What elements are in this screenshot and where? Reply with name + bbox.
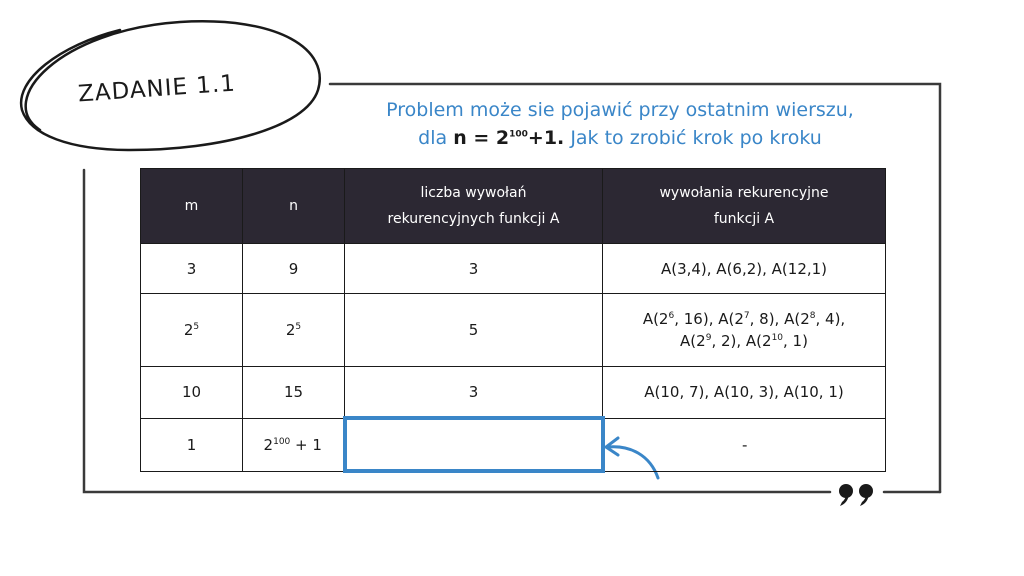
cell-calls: - bbox=[602, 417, 886, 472]
note-plus: +1. bbox=[527, 127, 565, 149]
note-line-1: Problem może sie pojawić przy ostatnim w… bbox=[386, 99, 854, 121]
calls-text: , 16), A(2 bbox=[674, 310, 744, 328]
calls-line-2: A(29, 2), A(210, 1) bbox=[609, 330, 879, 352]
header-n: n bbox=[242, 168, 345, 244]
calls-exp: 9 bbox=[705, 333, 712, 343]
cell-count: 3 bbox=[344, 243, 603, 294]
calls-exp: 6 bbox=[668, 311, 675, 321]
cell-calls: A(3,4), A(6,2), A(12,1) bbox=[602, 243, 886, 294]
header-calls: wywołania rekurencyjne funkcji A bbox=[602, 168, 886, 244]
answer-cell[interactable] bbox=[342, 416, 605, 473]
note-n: n = 2 bbox=[453, 127, 510, 149]
cell-count: 5 bbox=[344, 293, 603, 367]
calls-exp: 7 bbox=[743, 311, 750, 321]
note-line-2: dla n = 2100+1. Jak to zrobić krok po kr… bbox=[300, 124, 940, 152]
cell-n: 15 bbox=[242, 366, 345, 419]
calls-text: , 2), A(2 bbox=[711, 332, 772, 350]
calls-text: A(2 bbox=[680, 332, 706, 350]
calls-text: A(2 bbox=[642, 310, 669, 328]
calls-line-1: A(26, 16), A(27, 8), A(28, 4), bbox=[609, 308, 879, 330]
cell-n: 9 bbox=[242, 243, 345, 294]
table-header-row: m n liczba wywołań rekurencyjnych funkcj… bbox=[140, 168, 886, 244]
n-tail: + 1 bbox=[290, 435, 322, 454]
cell-calls: A(26, 16), A(27, 8), A(28, 4), A(29, 2),… bbox=[602, 293, 886, 367]
calls-text: , 4), bbox=[815, 310, 846, 328]
n-exp: 100 bbox=[273, 436, 291, 447]
cell-n: 25 bbox=[242, 293, 345, 367]
header-count: liczba wywołań rekurencyjnych funkcji A bbox=[344, 168, 603, 244]
m-base: 2 bbox=[183, 321, 194, 339]
note-post: Jak to zrobić krok po kroku bbox=[570, 127, 822, 149]
header-m: m bbox=[140, 168, 243, 244]
recursion-table: m n liczba wywołań rekurencyjnych funkcj… bbox=[140, 168, 886, 473]
quote-icon bbox=[839, 484, 873, 506]
cell-n: 2100 + 1 bbox=[242, 417, 345, 472]
calls-text: , 8), A(2 bbox=[749, 310, 810, 328]
header-calls-line1: wywołania rekurencyjne bbox=[659, 185, 829, 201]
calls-exp: 10 bbox=[771, 333, 784, 343]
n-base: 2 bbox=[263, 435, 274, 454]
note-exp: 100 bbox=[509, 129, 528, 140]
cell-count: 3 bbox=[344, 366, 603, 419]
n-base: 2 bbox=[285, 321, 296, 339]
cell-m: 25 bbox=[140, 293, 243, 367]
cell-m: 1 bbox=[140, 417, 243, 472]
header-calls-line2: funkcji A bbox=[713, 211, 775, 227]
header-count-line2: rekurencyjnych funkcji A bbox=[387, 211, 560, 227]
cell-calls: A(10, 7), A(10, 3), A(10, 1) bbox=[602, 366, 886, 419]
calls-exp: 8 bbox=[809, 311, 816, 321]
m-exp: 5 bbox=[193, 322, 200, 332]
n-exp: 5 bbox=[295, 322, 302, 332]
table-row: 10 15 3 A(10, 7), A(10, 3), A(10, 1) bbox=[140, 366, 886, 419]
table-row: 25 25 5 A(26, 16), A(27, 8), A(28, 4), A… bbox=[140, 293, 886, 367]
note-pre: dla bbox=[418, 127, 448, 149]
table-row: 3 9 3 A(3,4), A(6,2), A(12,1) bbox=[140, 243, 886, 294]
cell-m: 10 bbox=[140, 366, 243, 419]
cell-m: 3 bbox=[140, 243, 243, 294]
calls-text: , 1) bbox=[783, 332, 808, 350]
header-count-line1: liczba wywołań bbox=[420, 185, 527, 201]
table-row: 1 2100 + 1 - bbox=[140, 416, 886, 473]
